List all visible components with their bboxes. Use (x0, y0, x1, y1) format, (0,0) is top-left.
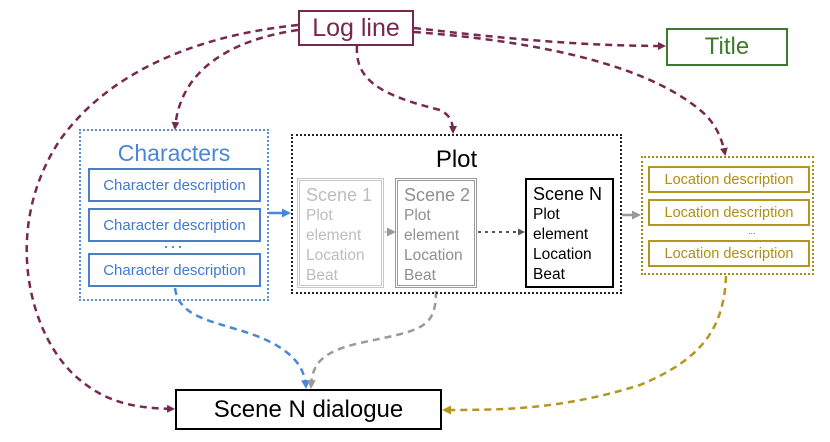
scene-line: Location (404, 247, 463, 264)
title-box: Title (666, 28, 788, 66)
plot-group (291, 134, 622, 294)
logline-box: Log line (298, 10, 414, 46)
scene-1-box: Scene 1 Plot element Location Beat (297, 178, 384, 288)
scene-line: Location (533, 246, 592, 263)
scene-title: Scene N (533, 184, 603, 204)
location-description-box: Location description (648, 240, 810, 267)
location-description-box: Location description (648, 199, 810, 226)
plot-heading: Plot (435, 146, 478, 173)
scene-line: Beat (533, 266, 565, 283)
scene-line: Location (306, 247, 365, 264)
arrow-logline-to-characters (171, 28, 299, 130)
scene-n-dialogue-box: Scene N dialogue (175, 389, 442, 430)
character-description-box: Character description (88, 208, 261, 242)
scene-line: Beat (306, 267, 338, 284)
scene-line: element (533, 226, 589, 243)
characters-heading: Characters (117, 140, 231, 166)
arrow-logline-to-dialogue (25, 23, 299, 413)
location-description-box: Location description (648, 166, 810, 193)
arrow-logline-to-locations (413, 30, 728, 156)
arrow-characters-to-dialogue (173, 287, 310, 389)
character-description-box: Character description (88, 168, 261, 202)
arrow-logline-to-title (413, 26, 666, 50)
scene-line: Plot (306, 207, 333, 224)
scene-line: element (306, 227, 362, 244)
locations-ellipsis: ... (748, 226, 756, 236)
scene-line: element (404, 227, 460, 244)
scene-title: Scene 1 (306, 185, 373, 205)
scene-line: Plot (533, 206, 560, 223)
arrow-logline-to-plot (355, 45, 457, 134)
characters-group (79, 129, 269, 301)
scene-n-box: Scene N Plot element Location Beat (525, 178, 614, 288)
locations-group (641, 156, 814, 275)
scene-line: Beat (404, 267, 436, 284)
arrow-locations-to-dialogue (442, 275, 728, 415)
scene-title: Scene 2 (404, 185, 471, 205)
character-description-box: Character description (88, 253, 261, 287)
scene-line: Plot (404, 207, 431, 224)
scene-2-box: Scene 2 Plot element Location Beat (395, 178, 477, 288)
arrow-plot-to-dialogue (306, 290, 438, 389)
characters-ellipsis: ... (163, 232, 185, 252)
